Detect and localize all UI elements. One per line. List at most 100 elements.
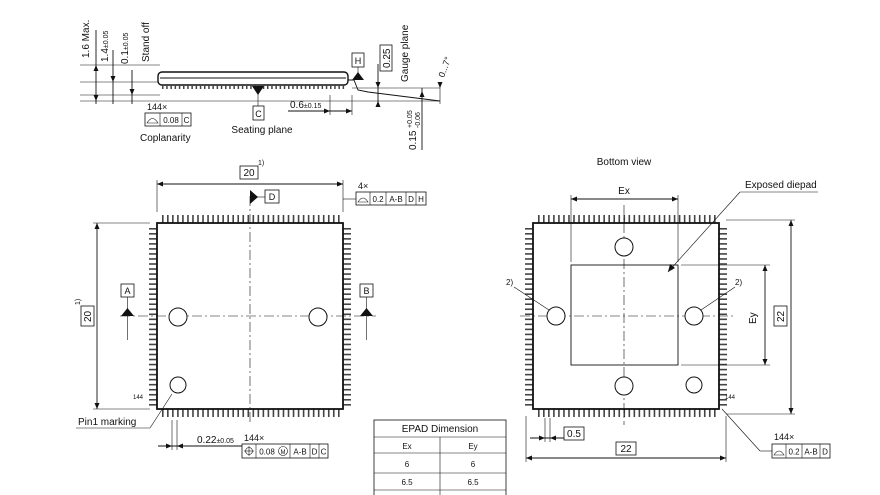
side-lead (317, 85, 319, 89)
lead-pin (343, 318, 351, 321)
mmc-circle-icon (278, 446, 288, 456)
lead-pin (719, 243, 727, 245)
side-lead (325, 85, 328, 89)
lead-pin (287, 215, 290, 223)
lead-pin (693, 215, 696, 223)
standoff-label: Stand off (141, 22, 152, 62)
lead-pin (343, 258, 351, 260)
side-lead (246, 85, 248, 89)
epad-row-1-ex: 6 (405, 460, 410, 469)
lead-pin (292, 409, 295, 417)
lead-pin (525, 308, 533, 311)
lead-pin (719, 404, 727, 406)
side-lead (208, 85, 210, 89)
lead-pin (525, 303, 533, 306)
lead-length-dim: 0.6±0.15 (290, 100, 321, 111)
side-lead (229, 85, 231, 89)
side-lead (166, 85, 168, 89)
lead-pin (149, 383, 157, 386)
bottom-pin1-dot (685, 376, 703, 394)
side-lead (283, 85, 286, 89)
lead-pin (343, 373, 351, 376)
side-view: 1.6 Max. 1.4±0.05 0.1±0.05 Stand off C S… (80, 20, 453, 150)
lead-pin (252, 409, 255, 417)
position-datum-1: A-B (293, 448, 306, 457)
lead-pin (618, 215, 621, 223)
lead-pin (262, 409, 265, 417)
lead-pin (525, 388, 533, 391)
lead-pin (525, 373, 533, 376)
lead-pin (525, 358, 533, 361)
lead-pin (719, 393, 727, 396)
epad-row-2-ex: 6.5 (401, 478, 413, 487)
lead-pin (197, 215, 199, 223)
lead-pin (653, 215, 656, 223)
top-profile-datum-2: D (408, 195, 414, 204)
lead-pin (343, 268, 351, 270)
lead-pin (553, 215, 555, 223)
lead-pin (525, 404, 533, 406)
lead-pin (593, 409, 595, 417)
lead-pin (149, 243, 157, 245)
lead-pin (343, 348, 351, 351)
lead-pin (663, 409, 666, 417)
lead-pin (343, 248, 351, 250)
lead-pin (719, 298, 727, 300)
lead-pin (149, 363, 157, 366)
lead-pin (525, 348, 533, 351)
lead-pin (714, 215, 716, 223)
lead-pin (343, 353, 351, 356)
side-lead (220, 85, 223, 89)
lead-pin (668, 215, 671, 223)
lead-pin (608, 215, 610, 223)
lead-pin (525, 273, 533, 275)
lead-pin (525, 258, 533, 260)
lead-pin (312, 215, 315, 223)
lead-pin (525, 338, 533, 341)
lead-pin (525, 298, 533, 300)
side-lead (241, 85, 244, 89)
lead-pin (149, 373, 157, 376)
lead-pin (673, 215, 676, 223)
gauge-value-box (379, 44, 393, 72)
side-lead (334, 85, 336, 89)
lead-pin (227, 215, 229, 223)
lead-pin (525, 313, 533, 316)
lead-length-tol: ±0.15 (304, 103, 322, 110)
lead-pin (149, 343, 157, 346)
lead-pin (149, 248, 157, 250)
side-lead (174, 85, 177, 89)
lead-pin (719, 313, 727, 316)
lead-pin (247, 409, 250, 417)
lead-pin (688, 215, 691, 223)
profile-surface-icon (357, 197, 369, 203)
lead-pin (719, 293, 727, 295)
lead-pin (719, 378, 727, 381)
note-2-right: 2) (735, 278, 742, 287)
lead-pin (202, 215, 204, 223)
lead-pin (678, 215, 681, 223)
lead-pin (719, 303, 727, 306)
side-lead (225, 85, 227, 89)
side-lead (233, 85, 235, 89)
lead-pin (688, 409, 691, 417)
lead-pin (543, 409, 545, 417)
lead-pin (719, 253, 727, 255)
lead-pin (343, 323, 351, 326)
body-height-value: 1.4 (100, 48, 111, 62)
lead-pin (343, 243, 351, 245)
lead-pin (633, 215, 636, 223)
lead-pin (578, 409, 580, 417)
lead-pin (332, 409, 335, 417)
lead-pin (149, 228, 157, 230)
coplanarity-value: 0.08 (163, 116, 179, 125)
height-dim-value: 20 (83, 310, 94, 322)
side-lead (304, 85, 307, 89)
pitch-box (563, 426, 585, 441)
position-datum-2: D (312, 448, 318, 457)
lead-pin (343, 263, 351, 265)
bottom-view-leads (525, 215, 727, 417)
lead-pin (192, 215, 194, 223)
lead-pin (553, 409, 555, 417)
epad-header-ey: Ey (468, 442, 477, 451)
